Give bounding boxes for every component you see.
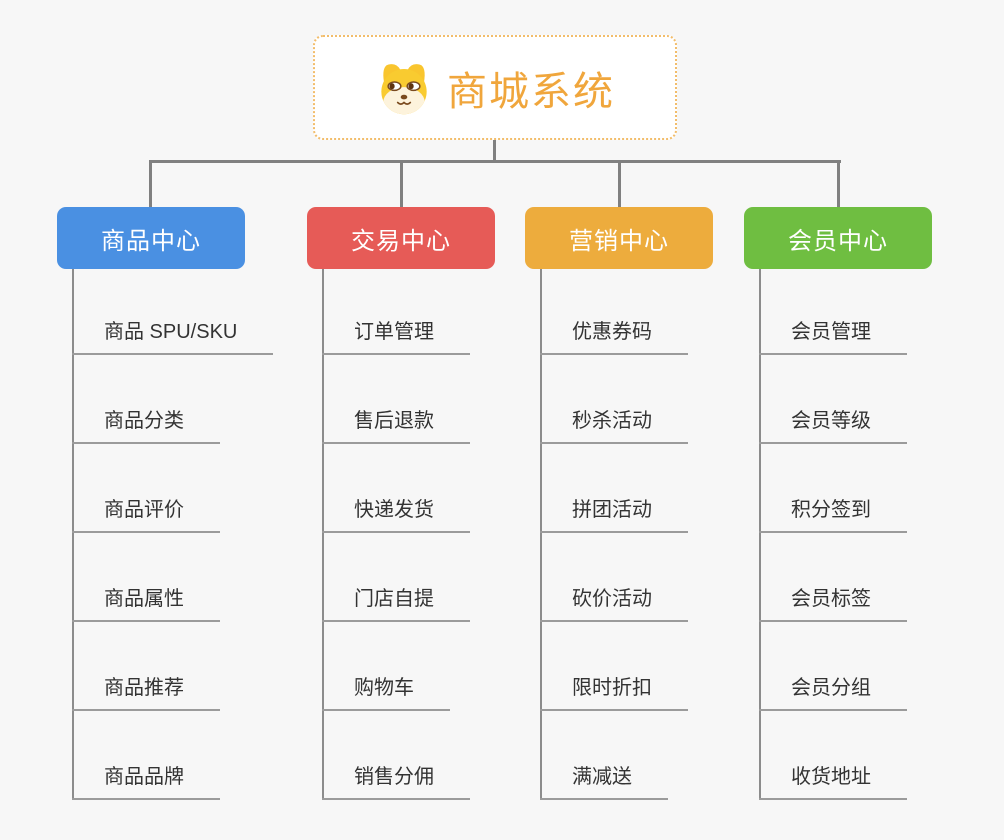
connector-branch-trunk (322, 269, 324, 800)
leaf-node[interactable]: 门店自提 (322, 586, 470, 622)
leaf-node[interactable]: 收货地址 (759, 764, 907, 800)
leaf-node[interactable]: 会员标签 (759, 586, 907, 622)
connector-drop-trade (400, 160, 403, 207)
connector-drop-goods (149, 160, 152, 207)
leaf-node[interactable]: 限时折扣 (540, 675, 688, 711)
leaf-node[interactable]: 商品分类 (72, 408, 220, 444)
root-title: 商城系统 (447, 69, 615, 114)
branch-label: 交易中心 (351, 227, 451, 255)
leaf-node[interactable]: 会员管理 (759, 319, 907, 355)
leaf-node[interactable]: 商品推荐 (72, 675, 220, 711)
leaf-node[interactable]: 优惠券码 (540, 319, 688, 355)
leaf-node[interactable]: 售后退款 (322, 408, 470, 444)
connector-branch-trunk (759, 269, 761, 800)
branch-node-member-center[interactable]: 会员中心 (744, 207, 932, 269)
branch-node-marketing-center[interactable]: 营销中心 (525, 207, 713, 269)
branch-label: 商品中心 (101, 227, 201, 255)
leaf-node[interactable]: 积分签到 (759, 497, 907, 533)
leaf-node[interactable]: 秒杀活动 (540, 408, 688, 444)
leaf-node[interactable]: 会员分组 (759, 675, 907, 711)
leaf-node[interactable]: 拼团活动 (540, 497, 688, 533)
shiba-dog-icon (381, 63, 427, 114)
leaf-node[interactable]: 商品评价 (72, 497, 220, 533)
leaf-node[interactable]: 订单管理 (322, 319, 470, 355)
connector-rail (149, 160, 841, 163)
leaf-node[interactable]: 商品属性 (72, 586, 220, 622)
leaf-node[interactable]: 快递发货 (322, 497, 470, 533)
branch-node-goods-center[interactable]: 商品中心 (57, 207, 245, 269)
leaf-node[interactable]: 砍价活动 (540, 586, 688, 622)
leaf-node[interactable]: 商品 SPU/SKU (72, 319, 274, 355)
connector-root-trunk (493, 140, 496, 163)
leaf-node[interactable]: 会员等级 (759, 408, 907, 444)
connector-branch-trunk (72, 269, 74, 800)
connector-branch-trunk (540, 269, 542, 800)
branch-label: 营销中心 (569, 227, 669, 255)
root-node[interactable]: 商城系统 (313, 35, 677, 140)
leaf-node[interactable]: 满减送 (540, 764, 668, 800)
branch-node-trade-center[interactable]: 交易中心 (307, 207, 495, 269)
connector-drop-member (837, 160, 840, 207)
branch-label: 会员中心 (788, 227, 888, 255)
connector-drop-marketing (618, 160, 621, 207)
leaf-node[interactable]: 商品品牌 (72, 764, 220, 800)
leaf-node[interactable]: 购物车 (322, 675, 450, 711)
leaf-node[interactable]: 销售分佣 (322, 764, 470, 800)
